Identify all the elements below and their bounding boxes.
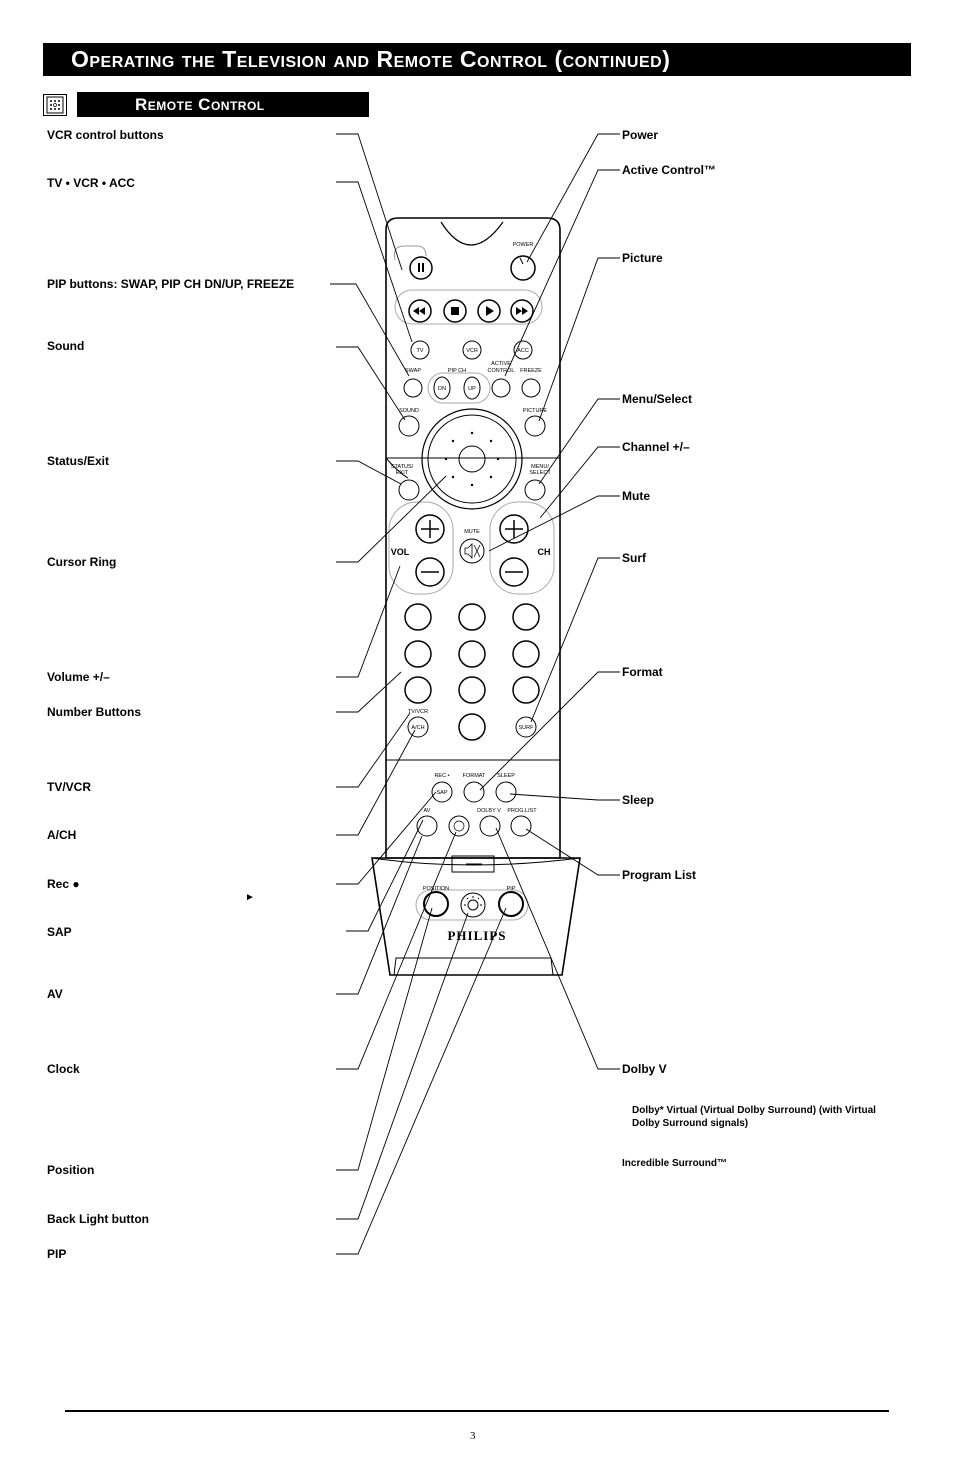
remote-freeze-label: FREEZE (520, 368, 542, 374)
label-mute: Mute (622, 489, 650, 503)
play-glyph: ► (245, 892, 255, 903)
label-position: Position (47, 1163, 95, 1177)
remote-tvvcr-label: TV/VCR (408, 709, 428, 715)
remote-active-label: ACTIVE (491, 361, 511, 367)
footer-rule (65, 1410, 889, 1412)
page-number: 3 (470, 1430, 476, 1442)
remote-pip-label: PIP (507, 886, 516, 892)
remote-acc-label: ACC (517, 348, 529, 354)
remote-sap-label: SAP (436, 790, 447, 796)
remote-ach-label: A/CH (411, 725, 424, 731)
label-cursor-ring: Cursor Ring (47, 555, 117, 569)
label-volume: Volume +/– (47, 670, 110, 684)
remote-dolbyv-label: DOLBY V (477, 808, 501, 814)
label-picture: Picture (622, 251, 663, 265)
label-power: Power (622, 128, 659, 142)
label-clock: Clock (47, 1062, 80, 1076)
remote-position-label: POSITION (423, 886, 449, 892)
remote-sound-label: SOUND (399, 408, 419, 414)
label-back-light: Back Light button (47, 1212, 149, 1226)
label-surf: Surf (622, 551, 646, 565)
remote-power-label: POWER (513, 242, 534, 248)
remote-exit-label: EXIT (396, 470, 409, 476)
label-vcr-control-buttons: VCR control buttons (47, 128, 164, 142)
label-sleep: Sleep (622, 793, 655, 807)
label-program-list: Program List (622, 868, 697, 882)
remote-sleep-label: SLEEP (497, 773, 515, 779)
remote-vcr-label: VCR (466, 348, 478, 354)
remote-rec-label: REC • (434, 773, 449, 779)
remote-dn-label: DN (438, 386, 446, 392)
remote-menu-label: MENU/ (531, 464, 549, 470)
remote-icon (43, 94, 67, 116)
label-status-exit: Status/Exit (47, 454, 110, 468)
remote-proglist-label: PROG.LIST (507, 808, 537, 814)
label-a-ch: A/CH (47, 828, 77, 842)
label-pip-buttons: PIP buttons: SWAP, PIP CH DN/UP, FREEZE (47, 277, 295, 291)
label-channel: Channel +/– (622, 440, 690, 454)
label-format: Format (622, 665, 663, 679)
label-menu-select: Menu/Select (622, 392, 693, 406)
remote-pipch-label: PIP CH (448, 368, 466, 374)
label-sound: Sound (47, 339, 85, 353)
remote-ch-label: CH (538, 547, 551, 557)
label-tv-vcr-acc: TV • VCR • ACC (47, 176, 135, 190)
label-number-buttons: Number Buttons (47, 705, 141, 719)
label-sap: SAP (47, 925, 72, 939)
remote-up-label: UP (468, 386, 476, 392)
remote-av-label: AV (424, 808, 431, 814)
remote-picture-label: PICTURE (523, 408, 547, 414)
dolby-note: Dolby* Virtual (Virtual Dolby Surround) … (632, 1105, 876, 1129)
remote-select-label: SELECT (529, 470, 551, 476)
remote-status-label: STATUS/ (391, 464, 414, 470)
surround-note: Incredible Surround™ (622, 1158, 728, 1169)
label-pip: PIP (47, 1247, 67, 1261)
label-active-control: Active Control™ (622, 163, 717, 177)
remote-control-label: CONTROL (488, 368, 515, 374)
label-dolby-v: Dolby V (622, 1062, 667, 1076)
remote-format-label: FORMAT (463, 773, 486, 779)
remote-swap-label: SWAP (405, 368, 421, 374)
remote-tv-label: TV (416, 348, 423, 354)
section-title: Remote Control (77, 92, 369, 117)
page-title: Operating the Television and Remote Cont… (43, 43, 911, 76)
remote-mute-label: MUTE (464, 529, 480, 535)
remote-vol-label: VOL (391, 547, 410, 557)
label-av: AV (47, 987, 63, 1001)
philips-logo: PHILIPS (447, 928, 506, 943)
remote-surf-label: SURF (519, 725, 535, 731)
label-rec: Rec ● (47, 877, 80, 891)
label-tv-vcr: TV/VCR (47, 780, 92, 794)
